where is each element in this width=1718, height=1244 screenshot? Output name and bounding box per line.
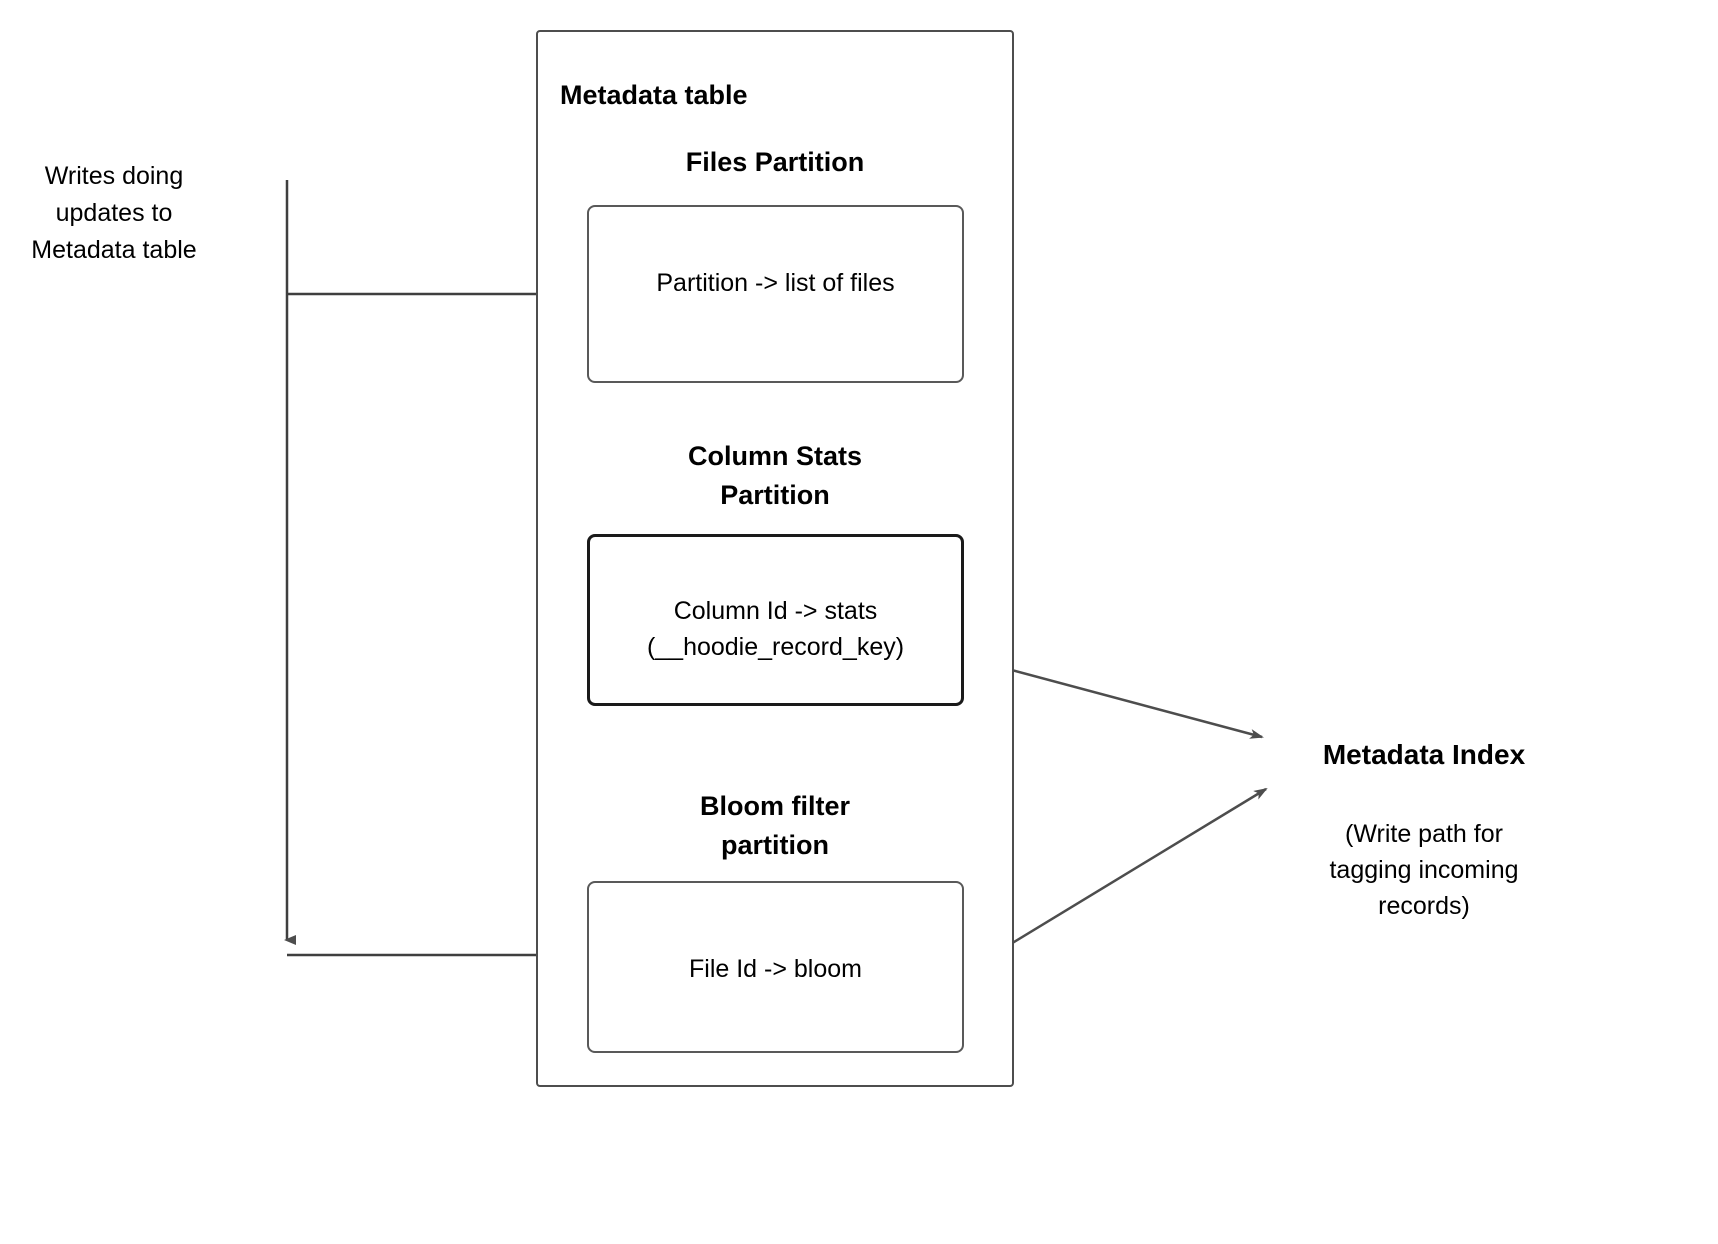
files-partition-heading-line-1: Files Partition: [685, 147, 865, 177]
metadata-table-label: Metadata table: [560, 80, 748, 110]
column-stats-partition-box-text-line-1: Column Id -> stats: [673, 597, 878, 625]
files-partition-box-text: Partition -> list of files: [589, 265, 962, 301]
column-stats-partition-box-text-line-2: (__hoodie_record_key): [646, 633, 905, 661]
writes-annotation-line-3: Metadata table: [31, 236, 197, 264]
metadata-index-subtext-line-2: tagging incoming: [1329, 856, 1519, 884]
column-stats-partition-heading-line-2: Partition: [720, 480, 830, 510]
bloom-filter-partition-box-text: File Id -> bloom: [589, 951, 962, 987]
writes-annotation: Writes doing updates to Metadata table: [8, 158, 220, 269]
column-stats-partition-heading: Column Stats Partition: [536, 437, 1014, 515]
writes-annotation-line-1: Writes doing: [44, 162, 184, 190]
files-partition-heading: Files Partition: [536, 147, 1014, 178]
bloom-filter-partition-heading-line-1: Bloom filter: [699, 791, 850, 821]
column-stats-partition-heading-line-1: Column Stats: [687, 441, 862, 471]
metadata-index-subtext-line-3: records): [1378, 892, 1470, 920]
column-stats-partition-box-text: Column Id -> stats (__hoodie_record_key): [590, 593, 961, 665]
metadata-index-label: Metadata Index: [1322, 739, 1526, 770]
column-stats-partition-box: Column Id -> stats (__hoodie_record_key): [587, 534, 964, 706]
metadata-index-subtext: (Write path for tagging incoming records…: [1285, 816, 1563, 924]
files-partition-box-text-line-1: Partition -> list of files: [656, 269, 895, 297]
bloom-filter-partition-box: File Id -> bloom: [587, 881, 964, 1053]
bloom-filter-partition-heading: Bloom filter partition: [536, 787, 1014, 865]
files-partition-box: Partition -> list of files: [587, 205, 964, 383]
writes-annotation-line-2: updates to: [55, 199, 173, 227]
bloom-filter-partition-box-text-line-1: File Id -> bloom: [689, 955, 862, 983]
bloom-filter-partition-heading-line-2: partition: [721, 830, 829, 860]
metadata-index-subtext-line-1: (Write path for: [1345, 820, 1503, 848]
